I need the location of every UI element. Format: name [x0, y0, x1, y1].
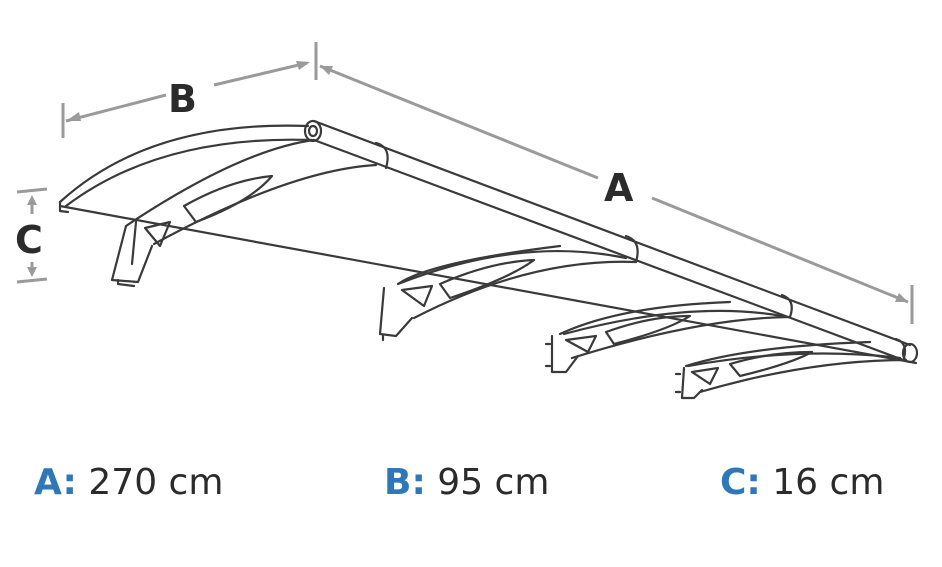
canopy-drawing — [58, 119, 919, 400]
dimension-c-label: C — [15, 218, 43, 262]
spec-a-value: 270 cm — [88, 462, 224, 503]
bracket-3 — [544, 300, 792, 374]
dimension-a-label: A — [604, 166, 634, 210]
bracket-1 — [110, 138, 378, 288]
spec-b: B: 95 cm — [384, 462, 549, 503]
spec-b-key: B: — [384, 462, 426, 503]
spec-b-value: 95 cm — [437, 462, 550, 503]
dimension-b — [61, 61, 310, 138]
dimension-a — [314, 42, 914, 324]
spec-c: C: 16 cm — [720, 462, 884, 503]
dimension-c — [16, 187, 48, 284]
bracket-2 — [378, 244, 638, 342]
spec-c-value: 16 cm — [772, 462, 885, 503]
dimension-b-label: B — [168, 77, 197, 121]
spec-a-key: A: — [34, 462, 77, 503]
spec-a: A: 270 cm — [34, 462, 223, 503]
wall-bar — [303, 119, 919, 364]
spec-c-key: C: — [720, 462, 761, 503]
bracket-4 — [674, 340, 908, 400]
canopy-sheet-left — [58, 124, 310, 204]
